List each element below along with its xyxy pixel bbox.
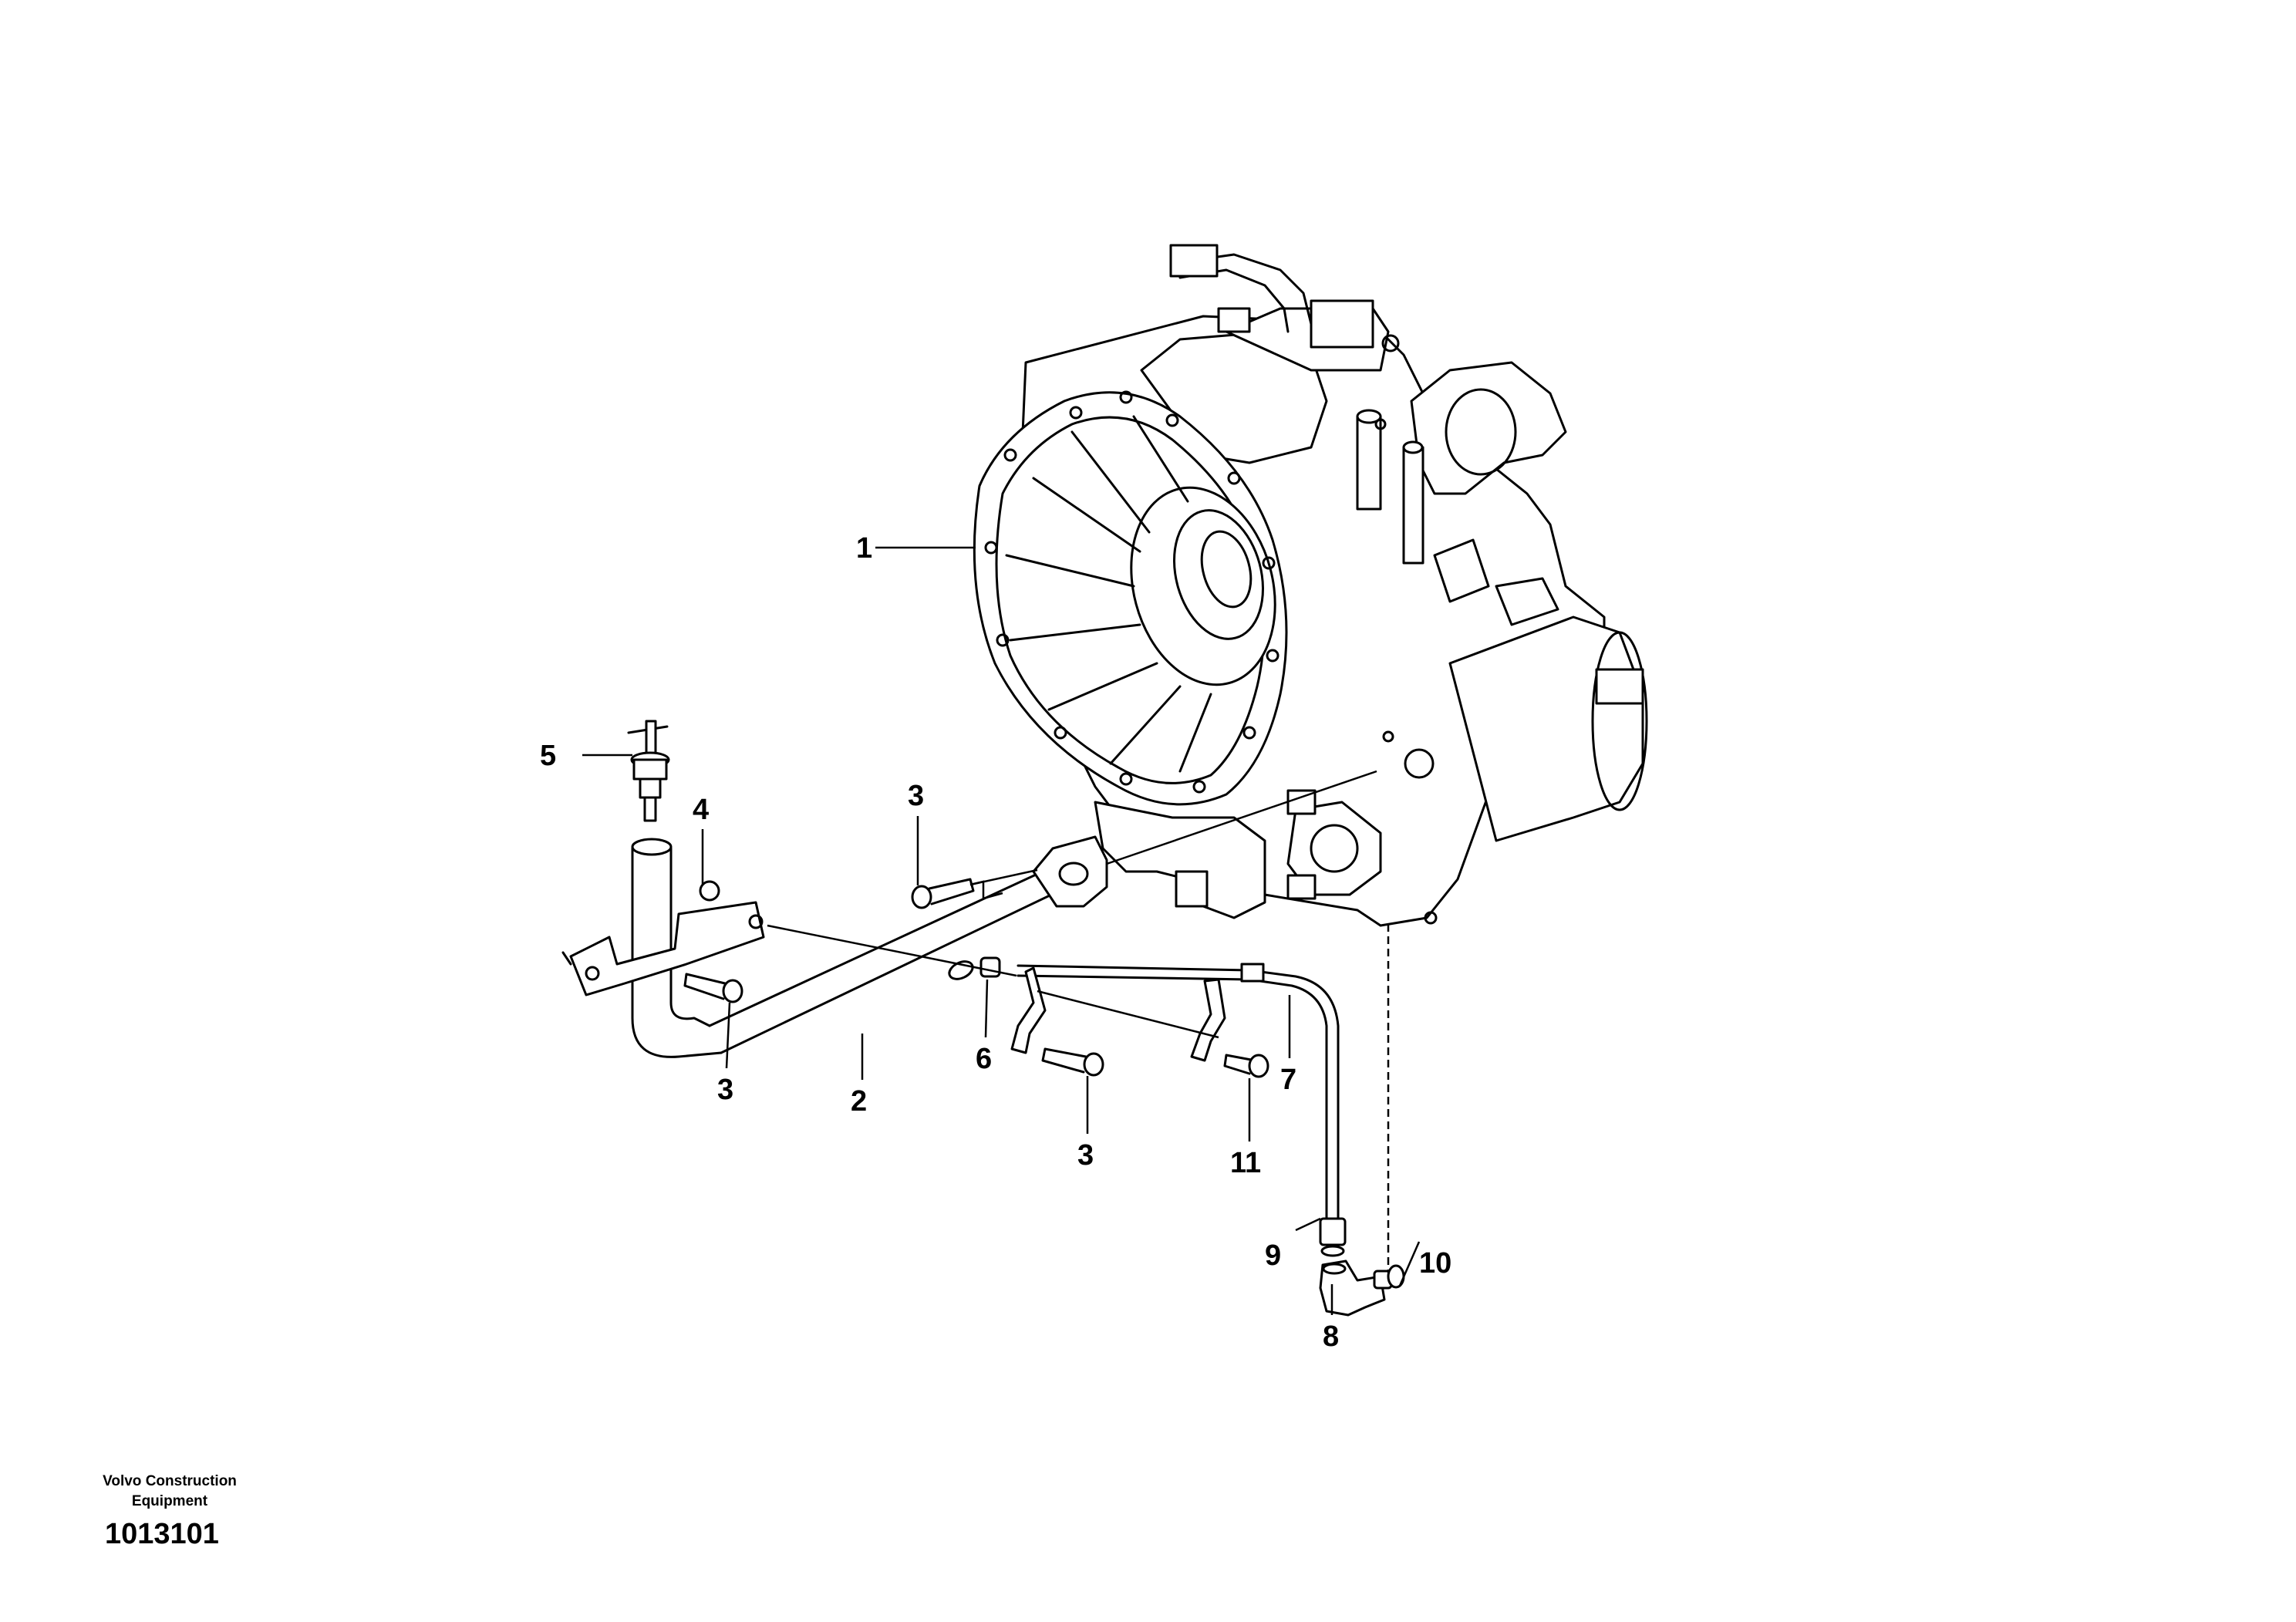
bolt-upper [911,878,975,909]
washer [699,880,720,902]
elbow-fitting [1319,1259,1386,1317]
bolt-lower [1041,1047,1104,1077]
bolt-small [1223,1054,1269,1078]
leader-lines [582,546,1421,1315]
bolt-left [683,973,743,1003]
callout-numbers: 1 5 4 3 3 2 6 7 3 11 9 8 10 [540,532,1451,1353]
brand-line-1: Volvo Construction [103,1473,237,1489]
callout-11: 11 [1230,1147,1261,1179]
callout-3-lower: 3 [1077,1139,1094,1172]
callout-1: 1 [856,532,872,565]
document-number: 1013101 [105,1518,219,1550]
callout-9: 9 [1265,1239,1281,1272]
callout-5: 5 [540,740,556,772]
callout-3-upper: 3 [908,780,924,812]
callout-8: 8 [1323,1320,1339,1353]
callout-3-left: 3 [717,1074,733,1106]
oil-filler-pipe [561,835,1108,1058]
callout-7: 7 [1280,1064,1296,1096]
hose-line [1010,963,1347,1257]
callout-2: 2 [851,1085,867,1118]
brand-line-2: Equipment [131,1493,208,1509]
bell-housing [973,390,1438,925]
callout-6: 6 [976,1043,992,1075]
dipstick-plug [627,720,670,822]
callout-10: 10 [1419,1247,1451,1280]
adapter-fitting [1373,1264,1405,1290]
callout-4: 4 [693,794,709,826]
assembly-lines [767,770,1390,1273]
